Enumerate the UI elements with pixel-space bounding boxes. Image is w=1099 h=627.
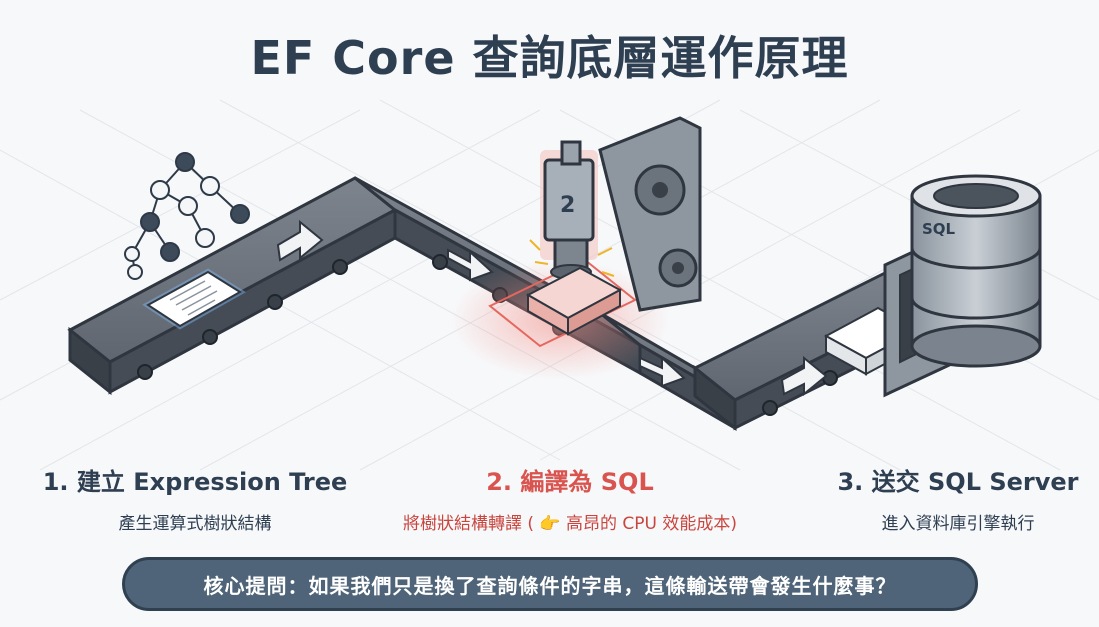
core-question-banner: 核心提問：如果我們只是換了查詢條件的字串，這條輸送帶會發生什麼事？ <box>122 557 978 611</box>
step-2-title: 2. 編譯為 SQL <box>486 468 654 496</box>
code-block <box>525 266 623 336</box>
sql-server-icon: SQL <box>910 174 1042 368</box>
step-2-subtitle: 將樹狀結構轉譯 ( 👉 高昂的 CPU 效能成本) <box>402 514 737 534</box>
compile-machine: 2 <box>529 116 702 312</box>
page-title: EF Core 查詢底層運作原理 <box>250 31 849 85</box>
step-1-subtitle: 產生運算式樹狀結構 <box>118 514 272 534</box>
step-3-title: 3. 送交 SQL Server <box>837 468 1079 496</box>
machine-label: 2 <box>560 193 575 218</box>
step-1: 1. 建立 Expression Tree 產生運算式樹狀結構 <box>30 462 360 534</box>
server-label: SQL <box>922 220 956 238</box>
step-2: 2. 編譯為 SQL 將樹狀結構轉譯 ( 👉 高昂的 CPU 效能成本) <box>345 462 795 534</box>
document-icon <box>142 268 246 330</box>
step-3-subtitle: 進入資料庫引擎執行 <box>881 514 1035 534</box>
expression-tree-icon <box>124 152 250 280</box>
step-3: 3. 送交 SQL Server 進入資料庫引擎執行 <box>818 462 1098 534</box>
step-1-title: 1. 建立 Expression Tree <box>42 468 348 496</box>
